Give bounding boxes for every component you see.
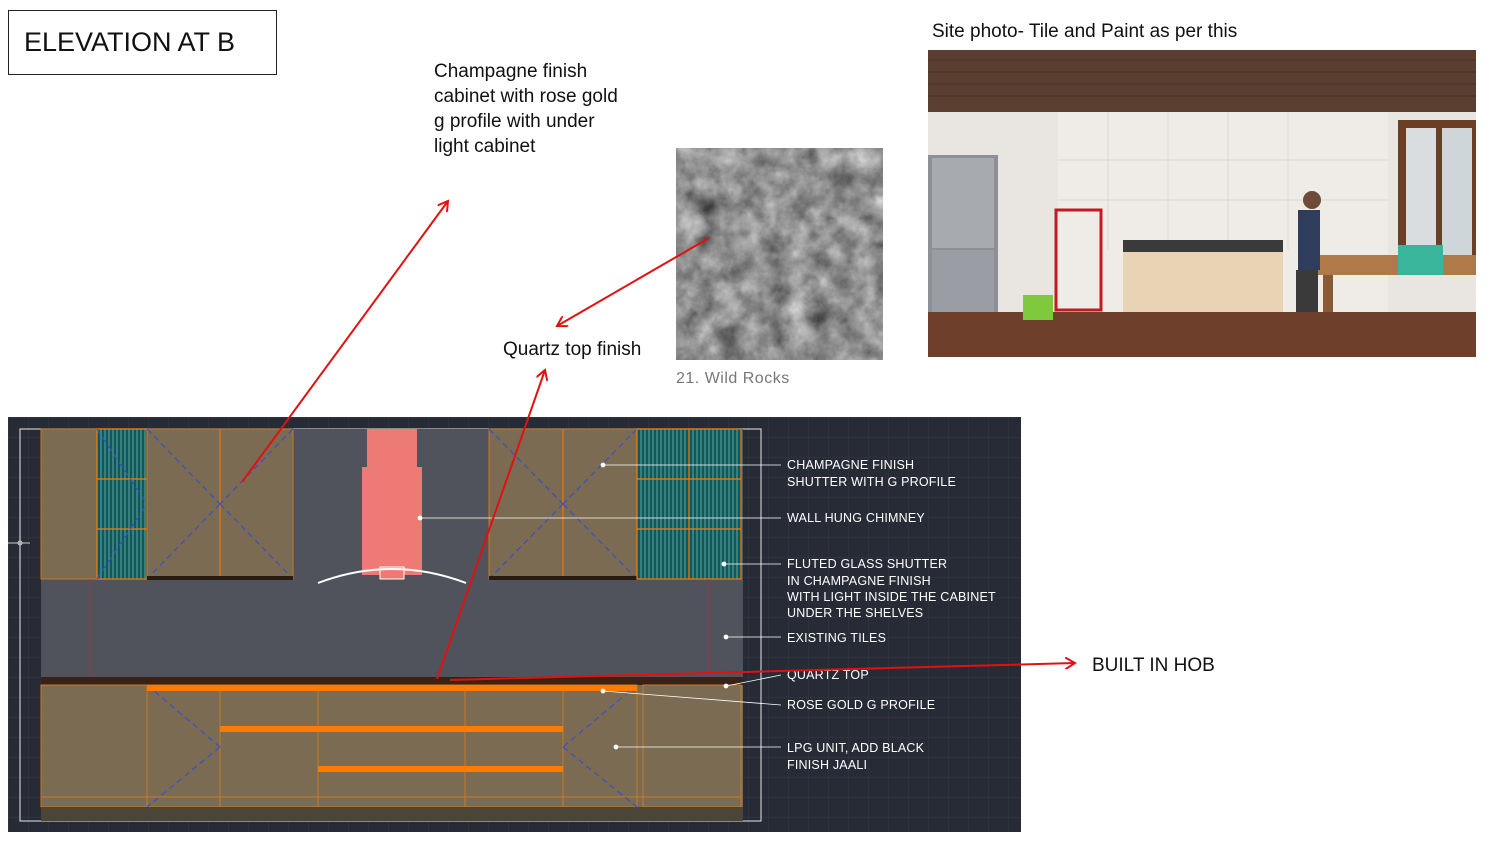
site-photo-caption: Site photo- Tile and Paint as per this <box>932 21 1238 42</box>
label-rose-gold-profile: ROSE GOLD G PROFILE <box>787 698 935 712</box>
site-photo <box>928 50 1476 357</box>
label-chimney: WALL HUNG CHIMNEY <box>787 511 925 525</box>
cabinet-note: Champagne finish cabinet with rose gold … <box>434 61 618 157</box>
quartz-note: Quartz top finish <box>503 339 642 360</box>
swatch-caption: 21. Wild Rocks <box>676 370 790 387</box>
hob-note: BUILT IN HOB <box>1092 655 1215 676</box>
label-quartz-top: QUARTZ TOP <box>787 668 869 682</box>
label-lpg-unit: LPG UNIT, ADD BLACK FINISH JAALI <box>787 741 928 772</box>
quartz-swatch <box>676 148 883 360</box>
drawing-title: ELEVATION AT B <box>8 10 277 75</box>
label-existing-tiles: EXISTING TILES <box>787 631 886 645</box>
label-fluted-glass: FLUTED GLASS SHUTTER IN CHAMPAGNE FINISH… <box>787 557 999 620</box>
label-shutter: CHAMPAGNE FINISH SHUTTER WITH G PROFILE <box>787 458 956 489</box>
kitchen-elevation-drawing: CHAMPAGNE FINISH SHUTTER WITH G PROFILE … <box>8 417 1021 832</box>
